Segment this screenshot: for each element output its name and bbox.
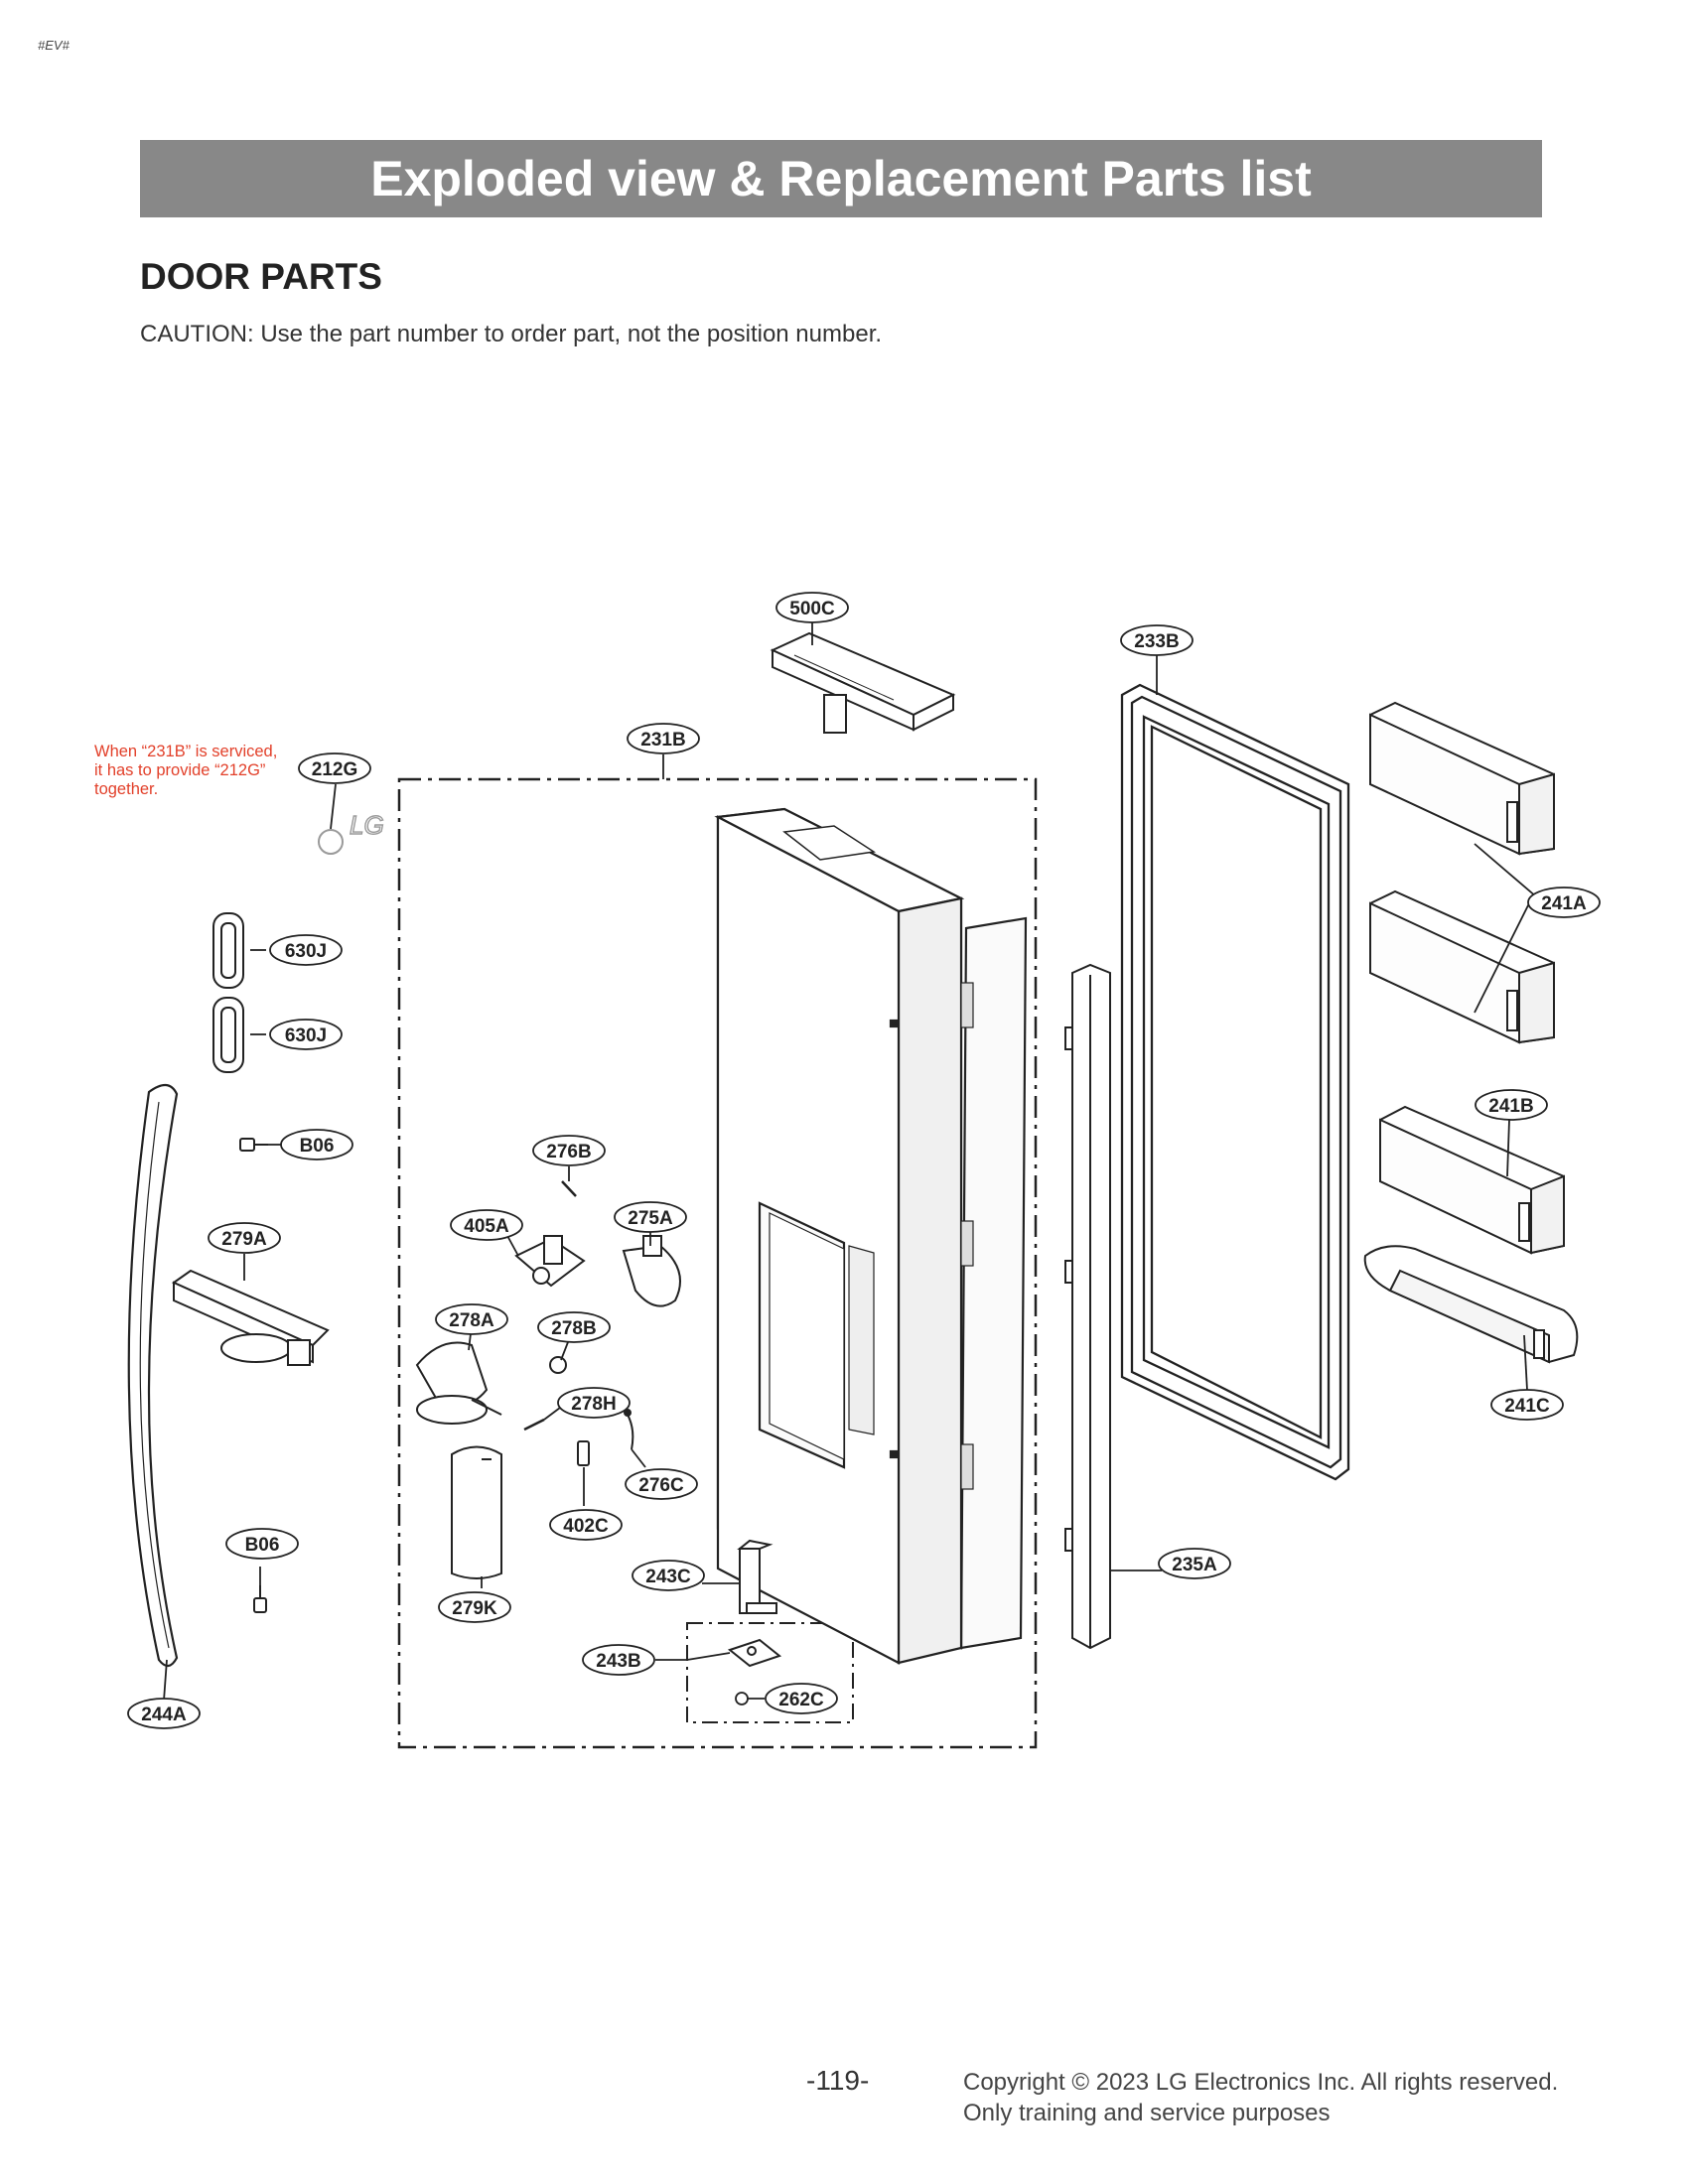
callout-279K: 279K [438,1591,511,1623]
svg-text:405A: 405A [464,1216,509,1237]
copyright-line: Only training and service purposes [963,2100,1331,2126]
callout-231B: 231B [627,723,700,754]
svg-text:233B: 233B [1134,631,1179,652]
svg-text:278A: 278A [449,1310,494,1331]
part-231B-drawing [714,807,1028,1665]
svg-text:500C: 500C [789,599,835,619]
callout-241A: 241A [1527,887,1601,918]
service-note: When “231B” is serviced, it has to provi… [94,743,303,799]
svg-text:243B: 243B [596,1651,640,1672]
callout-B06: B06 [280,1129,353,1160]
svg-text:278B: 278B [551,1318,596,1339]
part-262C-drawing [735,1692,749,1706]
part-244A-drawing [127,1083,179,1668]
callout-244A: 244A [127,1698,201,1729]
part-278B-drawing [549,1356,567,1374]
part-278H-drawing [523,1418,545,1432]
callout-630J: 630J [269,934,343,966]
part-275A-drawing [622,1235,681,1307]
lg-logo-icon: LG [318,809,384,855]
svg-text:B06: B06 [300,1136,335,1157]
callout-243B: 243B [582,1644,655,1676]
callout-630J: 630J [269,1019,343,1050]
callout-278B: 278B [537,1311,611,1343]
part-B06-drawing [239,1138,268,1613]
callout-279A: 279A [208,1222,281,1254]
assembly-box-231B [397,777,1038,1749]
svg-text:241B: 241B [1488,1096,1533,1117]
part-500C-drawing [770,631,956,734]
part-402C-drawing [577,1440,590,1466]
callouts: 500C 233B 231B 212G 630J 630J 241A 241B … [127,592,1601,1729]
callout-276C: 276C [625,1468,698,1500]
svg-text:276C: 276C [638,1475,684,1496]
part-241B-drawing [1379,1105,1565,1255]
section-title: DOOR PARTS [140,256,382,297]
part-630J-drawing [212,912,244,1073]
assembly-box-243B [686,1622,854,1723]
corner-tag: #EV# [38,38,70,53]
callout-278A: 278A [435,1303,508,1335]
svg-text:243C: 243C [645,1567,691,1587]
svg-text:262C: 262C [778,1690,824,1710]
svg-text:244A: 244A [141,1705,187,1725]
lg-logo-text: LG [350,810,384,840]
part-233B-drawing [1120,683,1350,1481]
svg-text:275A: 275A [628,1208,673,1229]
svg-text:241C: 241C [1504,1396,1550,1417]
svg-text:279A: 279A [221,1229,267,1250]
svg-text:212G: 212G [312,759,357,780]
service-note-line: together. [94,780,159,798]
callout-212G: 212G [298,752,371,784]
callout-241C: 241C [1490,1389,1564,1421]
part-405A-drawing [514,1235,586,1288]
callout-275A: 275A [614,1201,687,1233]
leader-lines [163,622,1545,1702]
page-number: -119- [806,2065,870,2096]
caution-text: CAUTION: Use the part number to order pa… [140,321,883,347]
part-279K-drawing [451,1445,502,1579]
svg-text:276B: 276B [546,1142,591,1162]
svg-text:241A: 241A [1541,893,1587,914]
service-note-line: it has to provide “212G” [94,761,266,779]
part-243B-drawing [727,1638,782,1668]
svg-text:278H: 278H [571,1394,616,1415]
svg-text:630J: 630J [285,941,327,962]
callout-405A: 405A [450,1209,523,1241]
callout-500C: 500C [775,592,849,623]
callout-276B: 276B [532,1135,606,1166]
copyright: Copyright © 2023 LG Electronics Inc. All… [963,2067,1558,2128]
svg-text:630J: 630J [285,1025,327,1046]
part-279A-drawing [171,1269,330,1366]
title-bar: Exploded view & Replacement Parts list [140,140,1542,217]
part-241C-drawing [1363,1245,1579,1364]
part-278A-drawing [415,1341,502,1425]
svg-text:235A: 235A [1172,1555,1217,1575]
part-243C-drawing [737,1539,777,1614]
callout-B06: B06 [225,1528,299,1560]
callout-233B: 233B [1120,624,1194,656]
callout-402C: 402C [549,1509,623,1541]
callout-278H: 278H [557,1387,631,1419]
callout-241B: 241B [1475,1089,1548,1121]
part-241A-drawing [1369,701,1555,1044]
svg-text:231B: 231B [640,730,685,751]
part-276B-drawing [561,1180,577,1197]
part-235A-drawing [1064,963,1111,1650]
part-276C-drawing [624,1409,634,1450]
page-title: Exploded view & Replacement Parts list [370,151,1312,206]
copyright-line: Copyright © 2023 LG Electronics Inc. All… [963,2069,1559,2096]
service-note-line: When “231B” is serviced, [94,743,278,760]
callout-243C: 243C [632,1560,705,1591]
svg-text:B06: B06 [245,1535,280,1556]
svg-text:279K: 279K [452,1598,497,1619]
callout-262C: 262C [765,1683,838,1714]
callout-235A: 235A [1158,1548,1231,1579]
svg-text:402C: 402C [563,1516,609,1537]
